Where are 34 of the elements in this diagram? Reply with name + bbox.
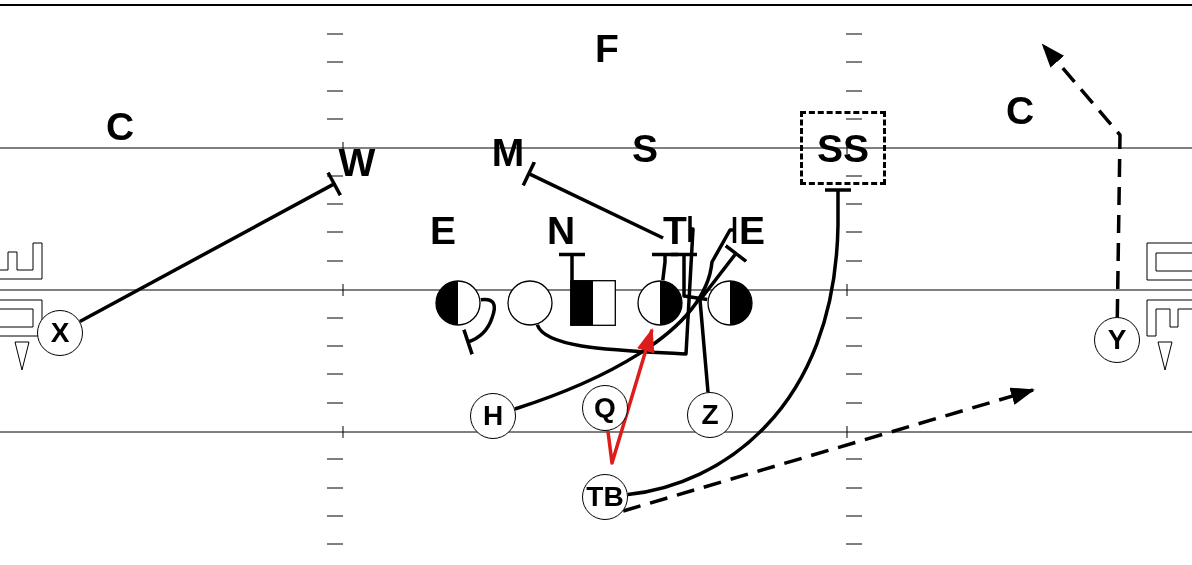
defender-letter: C [105,106,135,146]
player-circle: Q [582,385,628,431]
blocking-route [669,252,708,302]
lineman-circle [707,280,753,326]
defender-letter: S [632,128,658,168]
defender-letter: T [663,210,687,250]
blocking-route [698,243,748,393]
player-circle: X [37,310,83,356]
center-square [570,280,616,326]
blocking-route [514,215,737,411]
defender-letter: M [491,132,525,172]
defender-letter: F [595,28,619,68]
blocking-route [627,188,853,497]
defender-letter: W [338,142,376,182]
blocking-route [461,297,497,356]
player-circle: H [470,393,516,439]
blocking-route [79,170,343,324]
defender-dashed-box: SS [800,111,886,185]
dashed-route-arrow [622,387,1035,513]
blocking-route [521,160,664,240]
player-circle: Y [1094,317,1140,363]
defender-letter: N [546,210,576,250]
player-circle: Z [687,392,733,438]
blocking-route [535,214,695,356]
defender-letter: C [1005,90,1035,130]
lineman-circle [637,280,683,326]
lineman-circle [507,280,553,326]
defender-letter: E [739,210,765,250]
blocking-route [557,252,587,280]
dashed-route-arrow [1041,43,1122,318]
player-circle: TB [582,474,628,520]
lineman-circle [435,280,481,326]
route-arrow [606,327,655,465]
defender-letter: E [430,210,456,250]
